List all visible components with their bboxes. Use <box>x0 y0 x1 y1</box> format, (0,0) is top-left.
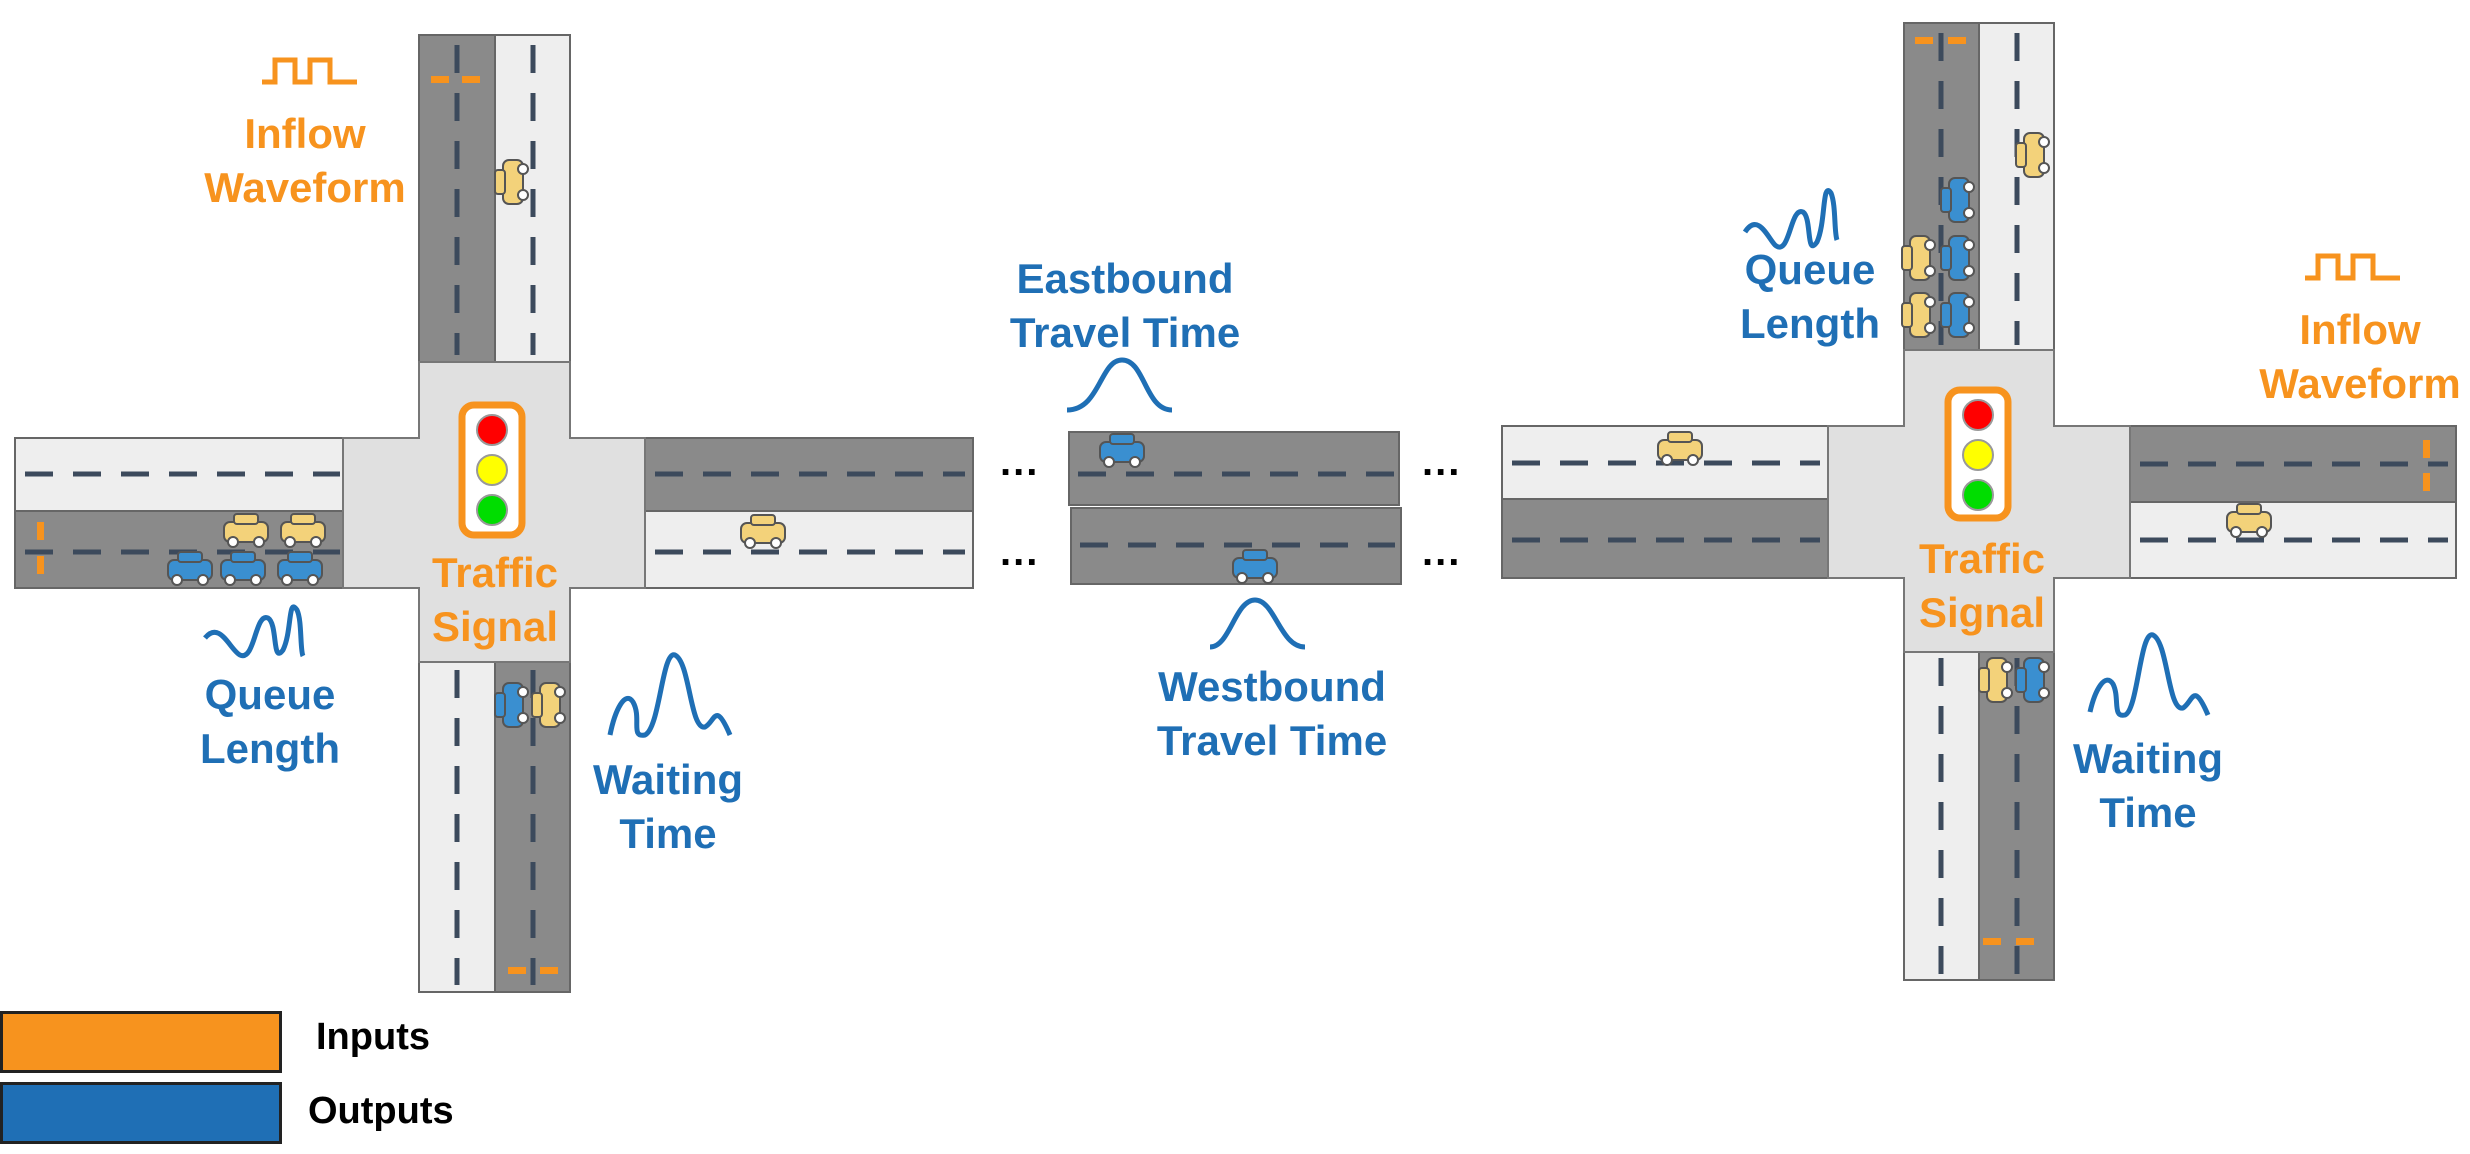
wave-signal-icon <box>1742 188 1840 250</box>
middle-road-segment <box>1066 357 1402 650</box>
inflow-waveform-label-right: Inflow Waveform <box>2210 303 2470 411</box>
ellipsis: ... <box>1422 440 1462 484</box>
label-line: Time <box>619 810 717 857</box>
label-line: Length <box>200 725 340 772</box>
label-line: Inflow <box>244 110 366 157</box>
queue-length-label-right: Queue Length <box>1660 243 1960 351</box>
label-line: Signal <box>1918 589 2046 636</box>
label-line: Waiting <box>2072 735 2224 782</box>
inflow-sensor <box>1915 37 1933 44</box>
label-line: Traffic <box>431 549 559 596</box>
inflow-sensor <box>508 967 526 974</box>
inflow-sensor <box>431 76 449 83</box>
traffic-signal-label-left: Traffic Signal <box>345 546 645 654</box>
inflow-sensor <box>37 522 44 540</box>
legend-outputs-swatch <box>0 1082 282 1144</box>
label-line: Queue <box>204 671 336 718</box>
westbound-travel-time-label: Westbound Travel Time <box>1122 660 1422 768</box>
traffic-signal-label-right: Traffic Signal <box>1832 532 2132 640</box>
label-line: Signal <box>431 603 559 650</box>
label-line: Waiting <box>592 756 744 803</box>
label-line: Eastbound <box>1016 255 1234 302</box>
traffic-light-icon <box>1944 386 2012 522</box>
square-wave-icon <box>2305 253 2400 281</box>
ellipsis: ... <box>1000 530 1040 574</box>
inflow-sensor <box>2016 938 2034 945</box>
bell-pulse-icon <box>1066 357 1173 413</box>
inflow-sensor <box>462 76 480 83</box>
ellipsis: ... <box>1422 530 1462 574</box>
waiting-time-label-left: Waiting Time <box>518 753 818 861</box>
legend-inputs-swatch <box>0 1011 282 1073</box>
legend-inputs-label: Inputs <box>316 1016 430 1058</box>
inflow-waveform-label-left: Inflow Waveform <box>155 107 455 215</box>
inflow-sensor <box>1983 938 2001 945</box>
inflow-sensor <box>540 967 558 974</box>
inflow-sensor <box>2423 440 2430 458</box>
label-line: Travel Time <box>1156 717 1388 764</box>
label-line: Length <box>1740 300 1880 347</box>
right-intersection <box>1501 22 2457 981</box>
legend-outputs-label: Outputs <box>308 1090 454 1132</box>
wave-signal-icon <box>2087 632 2211 718</box>
traffic-light-icon <box>458 401 526 539</box>
label-line: Traffic <box>1918 535 2046 582</box>
square-wave-icon <box>262 57 357 85</box>
label-line: Westbound <box>1158 663 1386 710</box>
waiting-time-label-right: Waiting Time <box>1998 732 2298 840</box>
label-line: Waveform <box>2259 360 2461 407</box>
label-line: Inflow <box>2299 306 2421 353</box>
bell-pulse-icon <box>1209 597 1306 650</box>
label-line: Time <box>2099 789 2197 836</box>
wave-signal-icon <box>607 652 733 738</box>
queue-length-label-left: Queue Length <box>120 668 420 776</box>
inflow-sensor <box>1948 37 1966 44</box>
wave-signal-icon <box>203 604 306 658</box>
inflow-sensor <box>2423 473 2430 491</box>
eastbound-travel-time-label: Eastbound Travel Time <box>975 252 1275 360</box>
label-line: Travel Time <box>1009 309 1241 356</box>
label-line: Waveform <box>204 164 406 211</box>
ellipsis: ... <box>1000 440 1040 484</box>
left-intersection <box>14 34 974 993</box>
label-line: Queue <box>1744 246 1876 293</box>
inflow-sensor <box>37 556 44 574</box>
